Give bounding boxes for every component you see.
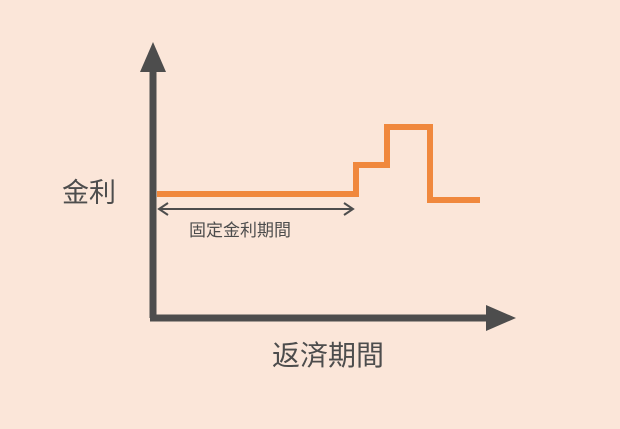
x-axis-label: 返済期間: [272, 339, 385, 372]
y-axis-label: 金利: [62, 178, 116, 209]
fixed-period-arrowhead-right: [343, 202, 355, 216]
rate-line: [157, 124, 480, 203]
fixed-period-label: 固定金利期間: [189, 221, 291, 241]
fixed-period-arrowhead-left: [157, 202, 169, 216]
x-axis-arrow: [486, 305, 516, 331]
y-axis-arrow: [140, 42, 166, 72]
